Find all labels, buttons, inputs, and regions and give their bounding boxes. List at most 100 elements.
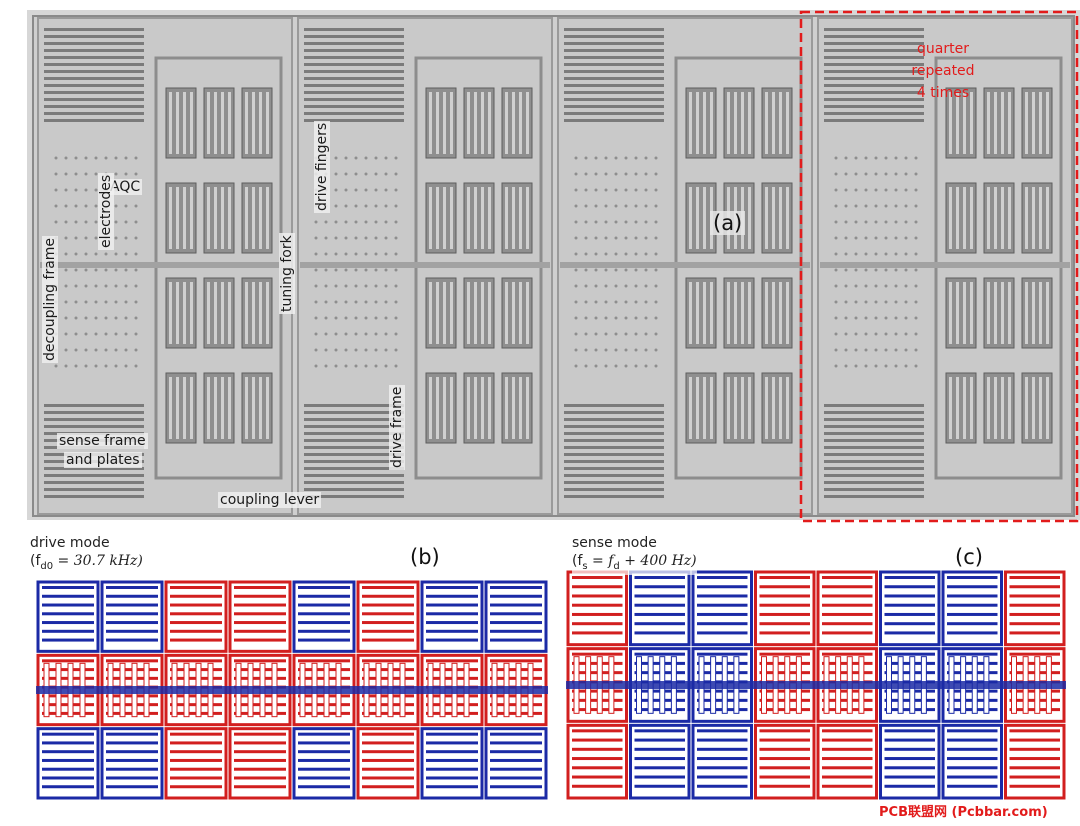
etch-hole — [114, 284, 118, 288]
finger — [987, 282, 990, 344]
etch-hole — [74, 252, 78, 256]
sem-micrograph — [27, 10, 1080, 523]
cell-line — [697, 775, 748, 779]
finger — [734, 282, 737, 344]
etch-hole — [84, 284, 88, 288]
etch-hole — [914, 252, 918, 256]
finger — [696, 377, 699, 439]
cell-line — [572, 622, 623, 626]
sim-cell — [356, 727, 420, 800]
etch-hole — [344, 268, 348, 272]
etch-hole — [854, 332, 858, 336]
etch-hole — [864, 348, 868, 352]
etch-hole — [334, 348, 338, 352]
sense-plate-line — [564, 467, 664, 470]
etch-hole — [314, 300, 318, 304]
finger — [228, 377, 231, 439]
cell-line — [106, 659, 158, 663]
sense-plate-line — [304, 98, 404, 101]
sense-plate-line — [44, 425, 144, 428]
cell-line — [42, 767, 94, 771]
etch-hole — [74, 332, 78, 336]
sense-plate-line — [824, 91, 924, 94]
etch-hole — [884, 316, 888, 320]
etch-hole — [584, 332, 588, 336]
etch-hole — [314, 236, 318, 240]
etch-hole — [634, 364, 638, 368]
cell-line — [42, 732, 94, 736]
sense-plate-line — [564, 56, 664, 59]
etch-hole — [884, 332, 888, 336]
etch-hole — [914, 220, 918, 224]
sense-plate-line — [824, 446, 924, 449]
etch-hole — [624, 348, 628, 352]
cell-line — [42, 741, 94, 745]
etch-hole — [114, 332, 118, 336]
etch-hole — [604, 220, 608, 224]
cell-line — [759, 775, 810, 779]
cell-line — [884, 612, 935, 616]
etch-hole — [114, 268, 118, 272]
finger — [488, 282, 491, 344]
etch-hole — [94, 220, 98, 224]
cell-line — [884, 622, 935, 626]
finger — [765, 92, 768, 154]
finger — [443, 377, 446, 439]
sense-plate-line — [44, 495, 144, 498]
etch-hole — [634, 348, 638, 352]
cell-line — [298, 732, 350, 736]
drive-mode-title: drive mode — [30, 535, 110, 551]
cell-line — [170, 621, 222, 625]
cell-line — [490, 785, 542, 789]
cell-line — [234, 776, 286, 780]
cell-line — [298, 621, 350, 625]
cell-line — [298, 758, 350, 762]
etch-hole — [74, 156, 78, 160]
watermark: PCB联盟网 (Pcbbar.com) — [877, 801, 1050, 820]
finger — [741, 92, 744, 154]
etch-hole — [594, 252, 598, 256]
sense-plate-line — [824, 119, 924, 122]
sense-plate-line — [44, 42, 144, 45]
etch-hole — [884, 284, 888, 288]
sense-plate-line — [564, 119, 664, 122]
etch-hole — [874, 236, 878, 240]
cell-line — [822, 729, 873, 733]
etch-hole — [634, 204, 638, 208]
cell-line — [362, 638, 414, 642]
finger — [252, 282, 255, 344]
etch-hole — [844, 252, 848, 256]
cell-line — [884, 757, 935, 761]
etch-hole — [584, 220, 588, 224]
etch-hole — [354, 188, 358, 192]
drive-finger-block — [983, 87, 1015, 159]
drive-mode-simulation — [36, 580, 548, 800]
sim-cell — [484, 727, 548, 800]
finger — [1032, 282, 1035, 344]
cell-line — [490, 776, 542, 780]
etch-hole — [874, 268, 878, 272]
drive-finger-block — [723, 277, 755, 349]
cell-line — [572, 729, 623, 733]
finger — [994, 92, 997, 154]
cell-line — [42, 750, 94, 754]
etch-hole — [654, 252, 658, 256]
etch-hole — [854, 300, 858, 304]
finger — [727, 282, 730, 344]
sense-plate-block — [304, 404, 404, 498]
etch-hole — [354, 236, 358, 240]
cell-line — [947, 738, 998, 742]
cell-line — [362, 621, 414, 625]
etch-hole — [884, 188, 888, 192]
cell-line — [884, 631, 935, 635]
etch-hole — [574, 284, 578, 288]
etch-hole — [134, 252, 138, 256]
etch-hole — [364, 284, 368, 288]
cell-line — [426, 767, 478, 771]
finger — [703, 187, 706, 249]
etch-hole — [634, 332, 638, 336]
cell-line — [362, 758, 414, 762]
cell-line — [298, 659, 350, 663]
etch-hole — [634, 236, 638, 240]
cell-line — [1009, 729, 1060, 733]
